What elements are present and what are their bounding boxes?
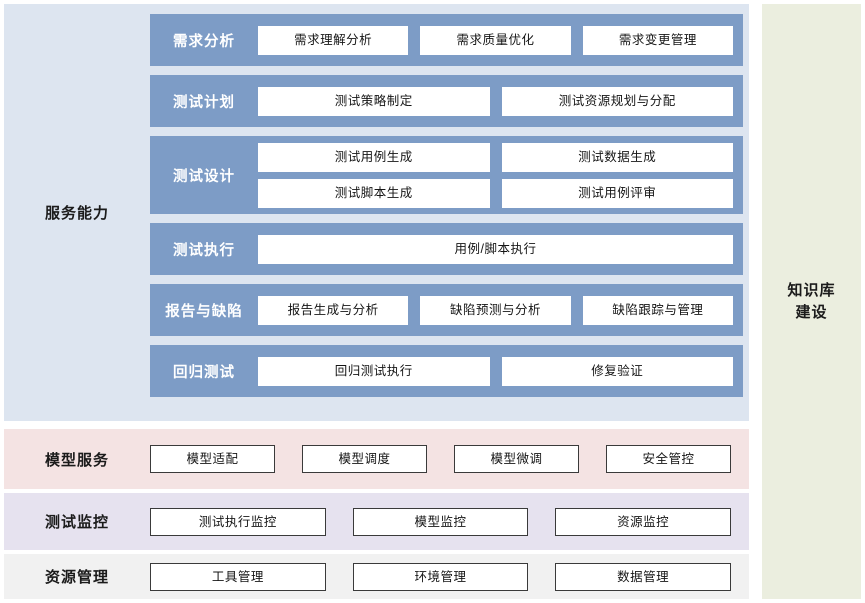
item-line: 测试脚本生成 测试用例评审 <box>258 178 733 208</box>
item-line: 用例/脚本执行 <box>258 234 733 264</box>
phase-items-test-plan: 测试策略制定 测试资源规划与分配 <box>258 86 733 116</box>
band-body-model-service: 模型适配 模型调度 模型微调 安全管控 <box>150 429 749 489</box>
chip-regression-execution[interactable]: 回归测试执行 <box>258 356 490 386</box>
box-resource-monitoring[interactable]: 资源监控 <box>555 507 732 536</box>
band-label-service-capability: 服务能力 <box>44 205 109 222</box>
phase-label-test-execution: 测试执行 <box>173 242 235 259</box>
band-body-service-capability: 需求分析 需求理解分析 需求质量优化 需求变更管理 测试计划 <box>150 4 749 421</box>
item-line: 测试用例生成 测试数据生成 <box>258 142 733 172</box>
box-environment-management[interactable]: 环境管理 <box>352 562 529 591</box>
main-column: 服务能力 需求分析 需求理解分析 需求质量优化 需求变更管理 <box>4 4 749 599</box>
phase-stack: 需求分析 需求理解分析 需求质量优化 需求变更管理 测试计划 <box>150 14 743 413</box>
band-test-monitoring: 测试监控 测试执行监控 模型监控 资源监控 <box>4 493 749 550</box>
chip-requirement-change[interactable]: 需求变更管理 <box>582 25 733 55</box>
phase-label-report-and-defect: 报告与缺陷 <box>165 303 243 320</box>
item-line: 报告生成与分析 缺陷预测与分析 缺陷跟踪与管理 <box>258 295 733 325</box>
box-model-adaptation[interactable]: 模型适配 <box>150 445 275 473</box>
knowledge-base-label: 知识库 建设 <box>787 280 835 324</box>
knowledge-base-label-line1: 知识库 <box>787 281 836 299</box>
box-row-resource-management: 工具管理 环境管理 数据管理 <box>150 562 732 591</box>
phase-row-test-design[interactable]: 测试设计 测试用例生成 测试数据生成 测试脚本生成 测试用例评审 <box>150 136 743 214</box>
chip-requirement-understanding[interactable]: 需求理解分析 <box>258 25 409 55</box>
box-security-control[interactable]: 安全管控 <box>606 445 731 473</box>
band-body-resource-management: 工具管理 环境管理 数据管理 <box>150 554 749 599</box>
phase-items-report-and-defect: 报告生成与分析 缺陷预测与分析 缺陷跟踪与管理 <box>258 295 733 325</box>
phase-label-test-plan: 测试计划 <box>173 94 235 111</box>
band-label-resource-management: 资源管理 <box>44 569 109 586</box>
band-model-service: 模型服务 模型适配 模型调度 模型微调 安全管控 <box>4 429 749 489</box>
chip-test-data-generation[interactable]: 测试数据生成 <box>501 142 733 172</box>
box-model-finetuning[interactable]: 模型微调 <box>454 445 579 473</box>
phase-row-regression-test[interactable]: 回归测试 回归测试执行 修复验证 <box>150 345 743 397</box>
box-model-monitoring[interactable]: 模型监控 <box>352 507 529 536</box>
phase-row-requirement-analysis[interactable]: 需求分析 需求理解分析 需求质量优化 需求变更管理 <box>150 14 743 66</box>
box-tool-management[interactable]: 工具管理 <box>150 562 326 591</box>
chip-requirement-quality[interactable]: 需求质量优化 <box>420 25 571 55</box>
phase-items-test-execution: 用例/脚本执行 <box>258 234 733 264</box>
phase-row-report-and-defect[interactable]: 报告与缺陷 报告生成与分析 缺陷预测与分析 缺陷跟踪与管理 <box>150 284 743 336</box>
item-line: 测试策略制定 测试资源规划与分配 <box>258 86 733 116</box>
band-resource-management: 资源管理 工具管理 环境管理 数据管理 <box>4 554 749 599</box>
knowledge-base-column[interactable]: 知识库 建设 <box>762 4 861 599</box>
chip-case-script-execution[interactable]: 用例/脚本执行 <box>258 234 733 264</box>
band-body-test-monitoring: 测试执行监控 模型监控 资源监控 <box>150 493 749 550</box>
phase-row-test-plan[interactable]: 测试计划 测试策略制定 测试资源规划与分配 <box>150 75 743 127</box>
chip-test-case-review[interactable]: 测试用例评审 <box>501 178 733 208</box>
chip-test-resource-planning[interactable]: 测试资源规划与分配 <box>501 86 733 116</box>
band-label-test-monitoring: 测试监控 <box>44 514 109 531</box>
phase-label-regression-test: 回归测试 <box>173 364 235 381</box>
item-line: 回归测试执行 修复验证 <box>258 356 733 386</box>
box-row-test-monitoring: 测试执行监控 模型监控 资源监控 <box>150 507 732 536</box>
box-row-model-service: 模型适配 模型调度 模型微调 安全管控 <box>150 445 731 473</box>
phase-items-regression-test: 回归测试执行 修复验证 <box>258 356 733 386</box>
box-data-management[interactable]: 数据管理 <box>555 562 732 591</box>
chip-report-generation-analysis[interactable]: 报告生成与分析 <box>258 295 409 325</box>
chip-defect-tracking-management[interactable]: 缺陷跟踪与管理 <box>582 295 733 325</box>
knowledge-base-label-line2: 建设 <box>795 303 828 321</box>
box-model-scheduling[interactable]: 模型调度 <box>302 445 427 473</box>
chip-defect-prediction-analysis[interactable]: 缺陷预测与分析 <box>420 295 571 325</box>
chip-test-case-generation[interactable]: 测试用例生成 <box>258 142 490 172</box>
phase-items-requirement-analysis: 需求理解分析 需求质量优化 需求变更管理 <box>258 25 733 55</box>
phase-label-requirement-analysis: 需求分析 <box>173 33 235 50</box>
chip-test-strategy[interactable]: 测试策略制定 <box>258 86 490 116</box>
box-test-execution-monitoring[interactable]: 测试执行监控 <box>150 507 326 536</box>
chip-test-script-generation[interactable]: 测试脚本生成 <box>258 178 490 208</box>
phase-label-test-design: 测试设计 <box>173 168 235 185</box>
phase-items-test-design: 测试用例生成 测试数据生成 测试脚本生成 测试用例评审 <box>258 142 733 208</box>
band-service-capability: 服务能力 需求分析 需求理解分析 需求质量优化 需求变更管理 <box>4 4 749 421</box>
chip-fix-verification[interactable]: 修复验证 <box>501 356 733 386</box>
item-line: 需求理解分析 需求质量优化 需求变更管理 <box>258 25 733 55</box>
band-label-model-service: 模型服务 <box>44 451 109 469</box>
phase-row-test-execution[interactable]: 测试执行 用例/脚本执行 <box>150 223 743 275</box>
